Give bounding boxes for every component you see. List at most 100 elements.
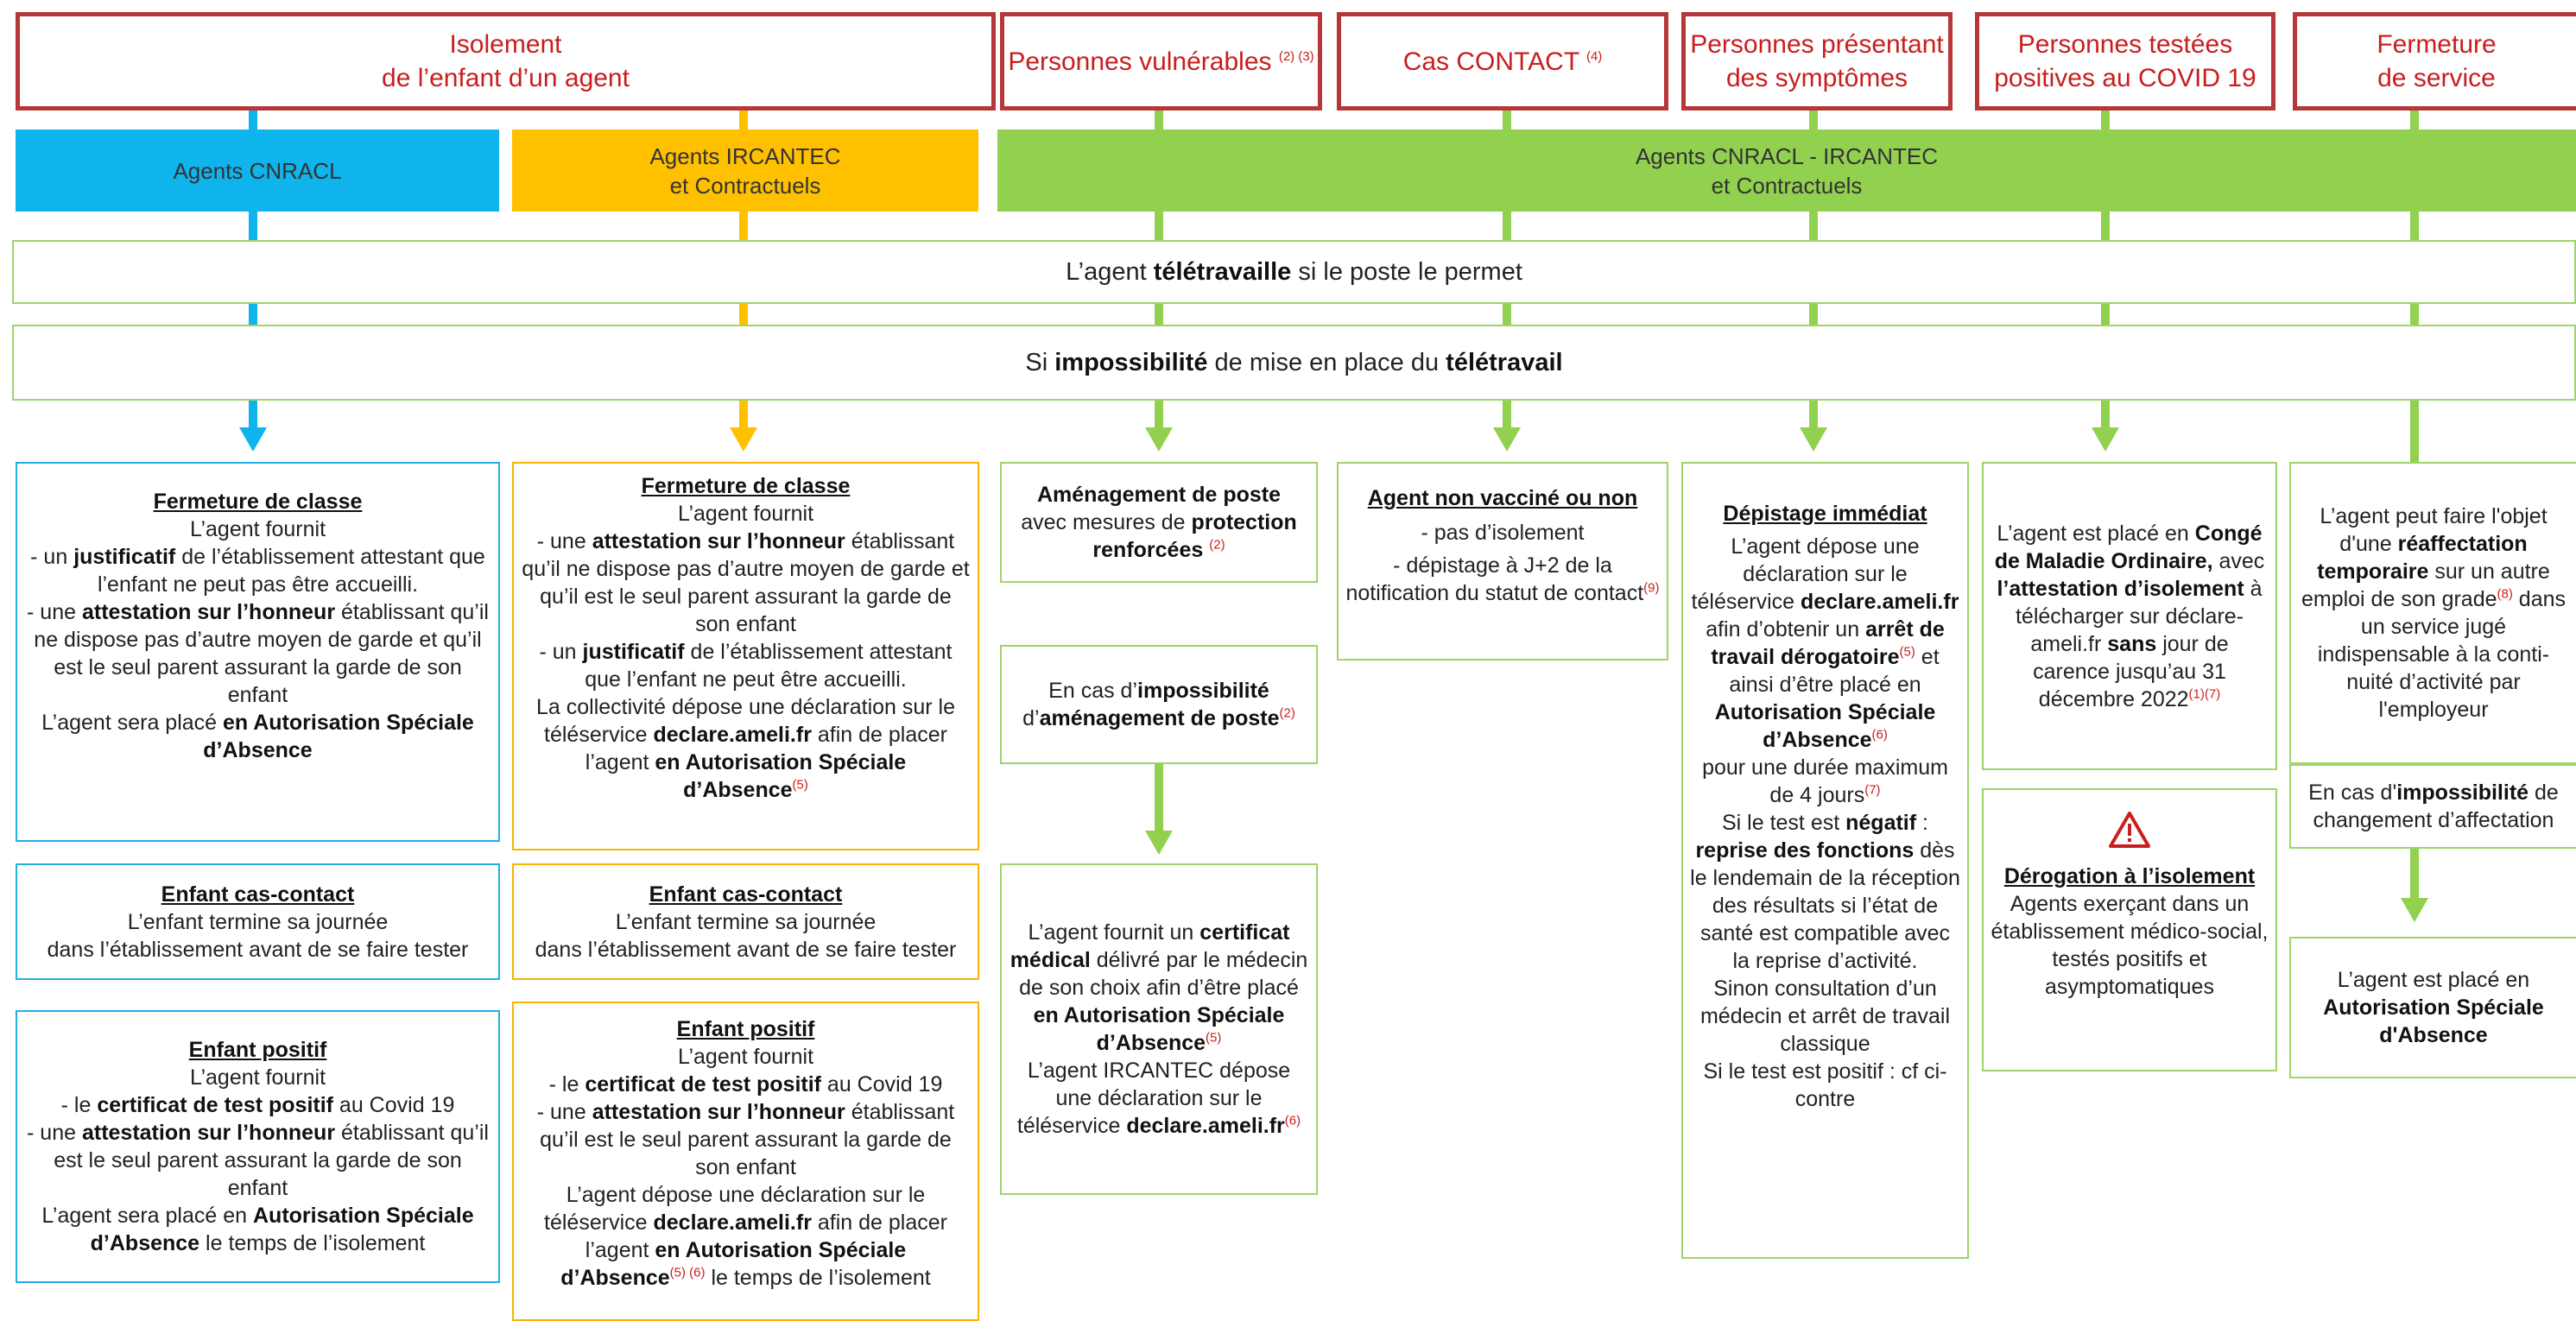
text: dès le lendemain de la réception des rés… (1690, 838, 1960, 973)
text: avec mesures de (1021, 510, 1192, 534)
header-symptomes-d: symptômes (1775, 64, 1908, 92)
text-bold: aménagement de poste (1039, 706, 1280, 730)
text-bold: Congé de Maladie Ordinaire, (1994, 521, 2263, 573)
footnote-ref: (2) (3) (1278, 48, 1314, 64)
connector-line (1155, 764, 1163, 833)
text-bold: en Autorisation Spéciale d’Absence (655, 750, 907, 802)
header-isolement-line2: de l’enfant d’un agent (382, 64, 630, 92)
text-bold: justificatif (582, 640, 685, 664)
box-title: Dérogation à l’isolement (2003, 864, 2256, 888)
text: afin de placer l’agent (585, 723, 947, 774)
box-col6-conge: L’agent est placé en Congé de Maladie Or… (1982, 462, 2277, 770)
text: avec (2212, 548, 2265, 573)
text-bold: justificatif (73, 545, 176, 569)
text-bold: télétravaille (1153, 257, 1292, 286)
footnote-ref: (2) (1209, 537, 1225, 553)
text: établissant qu’il ne dispose pas d’autre… (34, 600, 489, 707)
box-col2-fermeture: Fermeture de classe L’agent fournit - un… (512, 462, 979, 850)
box-col7-impossibilite: En cas d'impossibilité de changement d’a… (2289, 764, 2576, 849)
box-col1-positif: Enfant positif L’agent fournit - le cert… (16, 1010, 500, 1283)
text-bold: réaffectation temporaire (2317, 532, 2528, 584)
header-contact: Cas CONTACT (4) (1337, 12, 1668, 111)
text-bold: arrêt de travail dérogatoire (1711, 617, 1945, 669)
header-positives: Personnes testées positives au COVID 19 (1975, 12, 2275, 111)
text-bold: attestation sur l’honneur (81, 600, 336, 624)
text-bold: declare.ameli.fr (653, 723, 812, 747)
arrow-down (239, 427, 267, 452)
band-all-line2: et Contractuels (1711, 172, 1863, 199)
box-title: Enfant positif (188, 1038, 327, 1062)
arrow-down (1493, 427, 1521, 452)
text: L’enfant termine sa journée (127, 909, 389, 934)
band-all-line1: Agents CNRACL - IRCANTEC (1635, 142, 1939, 169)
text: L’agent IRCANTEC dépose une déclaration … (1016, 1059, 1291, 1138)
header-symptomes-c: des (1725, 64, 1775, 92)
text: - une (27, 1121, 82, 1145)
text: afin de placer l’agent (585, 1210, 947, 1262)
box-title: Enfant positif (676, 1017, 815, 1041)
text-bold: Aménagement de poste (1036, 483, 1281, 507)
band-cnracl-label: Agents CNRACL (173, 157, 342, 184)
text: L’agent fournit (677, 1045, 814, 1069)
text-bold: négatif (1845, 811, 1917, 835)
text: au Covid 19 (332, 1093, 455, 1117)
header-vulnerables: Personnes vulnérables (2) (3) (1000, 12, 1322, 111)
text: L’agent sera placé (41, 711, 224, 735)
text-bold: certificat de test positif (585, 1072, 821, 1097)
header-contact-label-b: CONTACT (1456, 47, 1579, 76)
text: - dépistage à J+2 de la notification du … (1345, 553, 1644, 605)
text-bold: declare.ameli.fr (1126, 1114, 1285, 1138)
header-symptomes-a: Personnes (1690, 30, 1814, 59)
text: - le (60, 1093, 98, 1117)
text: dans l’établissement avant de se faire t… (535, 937, 957, 962)
text: L’agent fournit (189, 1065, 326, 1090)
box-col4-contact: Agent non vacciné ou non - pas d’isoleme… (1337, 462, 1668, 660)
connector-line (249, 112, 257, 130)
text: et ainsi d’être placé en (1729, 645, 1940, 697)
text: d’ (1022, 706, 1040, 730)
header-symptomes-b: présentant (1813, 30, 1944, 59)
box-title: Enfant cas-contact (161, 882, 355, 907)
text: délivré par le médecin de son choix afin… (1019, 948, 1308, 1000)
text: de changement d’affectation (2313, 781, 2559, 832)
footnote-ref: (5) (792, 777, 808, 793)
header-isolement-line1: Isolement (449, 30, 562, 59)
header-vulnerables-label: Personnes vulnérables (1008, 47, 1272, 76)
text: En cas d’ (1048, 679, 1138, 703)
box-title: Agent non vacciné ou non (1367, 486, 1638, 510)
text: L’agent (1066, 257, 1154, 286)
box-col7-asa: L’agent est placé en Autorisation Spécia… (2289, 937, 2576, 1078)
text-bold: certificat médical (1010, 920, 1290, 972)
footnote-ref: (9) (1643, 580, 1660, 596)
text-bold: protection renforcées (1092, 510, 1297, 562)
arrow-down (2401, 898, 2428, 922)
box-title: Enfant cas-contact (649, 882, 843, 907)
footnote-ref: (5) (6) (669, 1265, 706, 1280)
text-bold: sans (2107, 631, 2157, 656)
text-bold: attestation sur l’honneur (592, 529, 845, 553)
text-bold: en Autorisation Spéciale d’Absence (203, 711, 474, 762)
arrow-down (2092, 427, 2119, 452)
text: - une (536, 529, 592, 553)
text: sur un autre emploi de son grade (2301, 559, 2550, 611)
text: L’agent fournit un (1028, 920, 1200, 945)
text: si le poste le permet (1291, 257, 1522, 286)
text: La collectivité dépose une déclaration s… (535, 695, 956, 747)
text: établissant qu’il est le seul parent ass… (54, 1121, 489, 1200)
text: Si le test est (1722, 811, 1846, 835)
band-ircantec-line2: et Contractuels (669, 172, 821, 199)
text: le temps de l’isolement (705, 1266, 931, 1290)
band-cnracl: Agents CNRACL (16, 130, 499, 212)
header-contact-label-a: Cas (1402, 47, 1457, 76)
text: L’agent sera placé en (41, 1204, 253, 1228)
text: Sinon consultation d’un médecin et arrêt… (1699, 977, 1951, 1056)
arrow-down (1145, 427, 1173, 452)
text: - une (27, 600, 82, 624)
text: le temps de l’isolement (199, 1231, 426, 1255)
text: établissant qu’il est le seul parent ass… (540, 1100, 955, 1179)
text: En cas d' (2308, 781, 2397, 805)
header-fermeture-a: Fermeture (2377, 30, 2497, 59)
arrow-down (1800, 427, 1827, 452)
box-col1-contact: Enfant cas-contact L’enfant termine sa j… (16, 863, 500, 980)
box-col2-contact: Enfant cas-contact L’enfant termine sa j… (512, 863, 979, 980)
